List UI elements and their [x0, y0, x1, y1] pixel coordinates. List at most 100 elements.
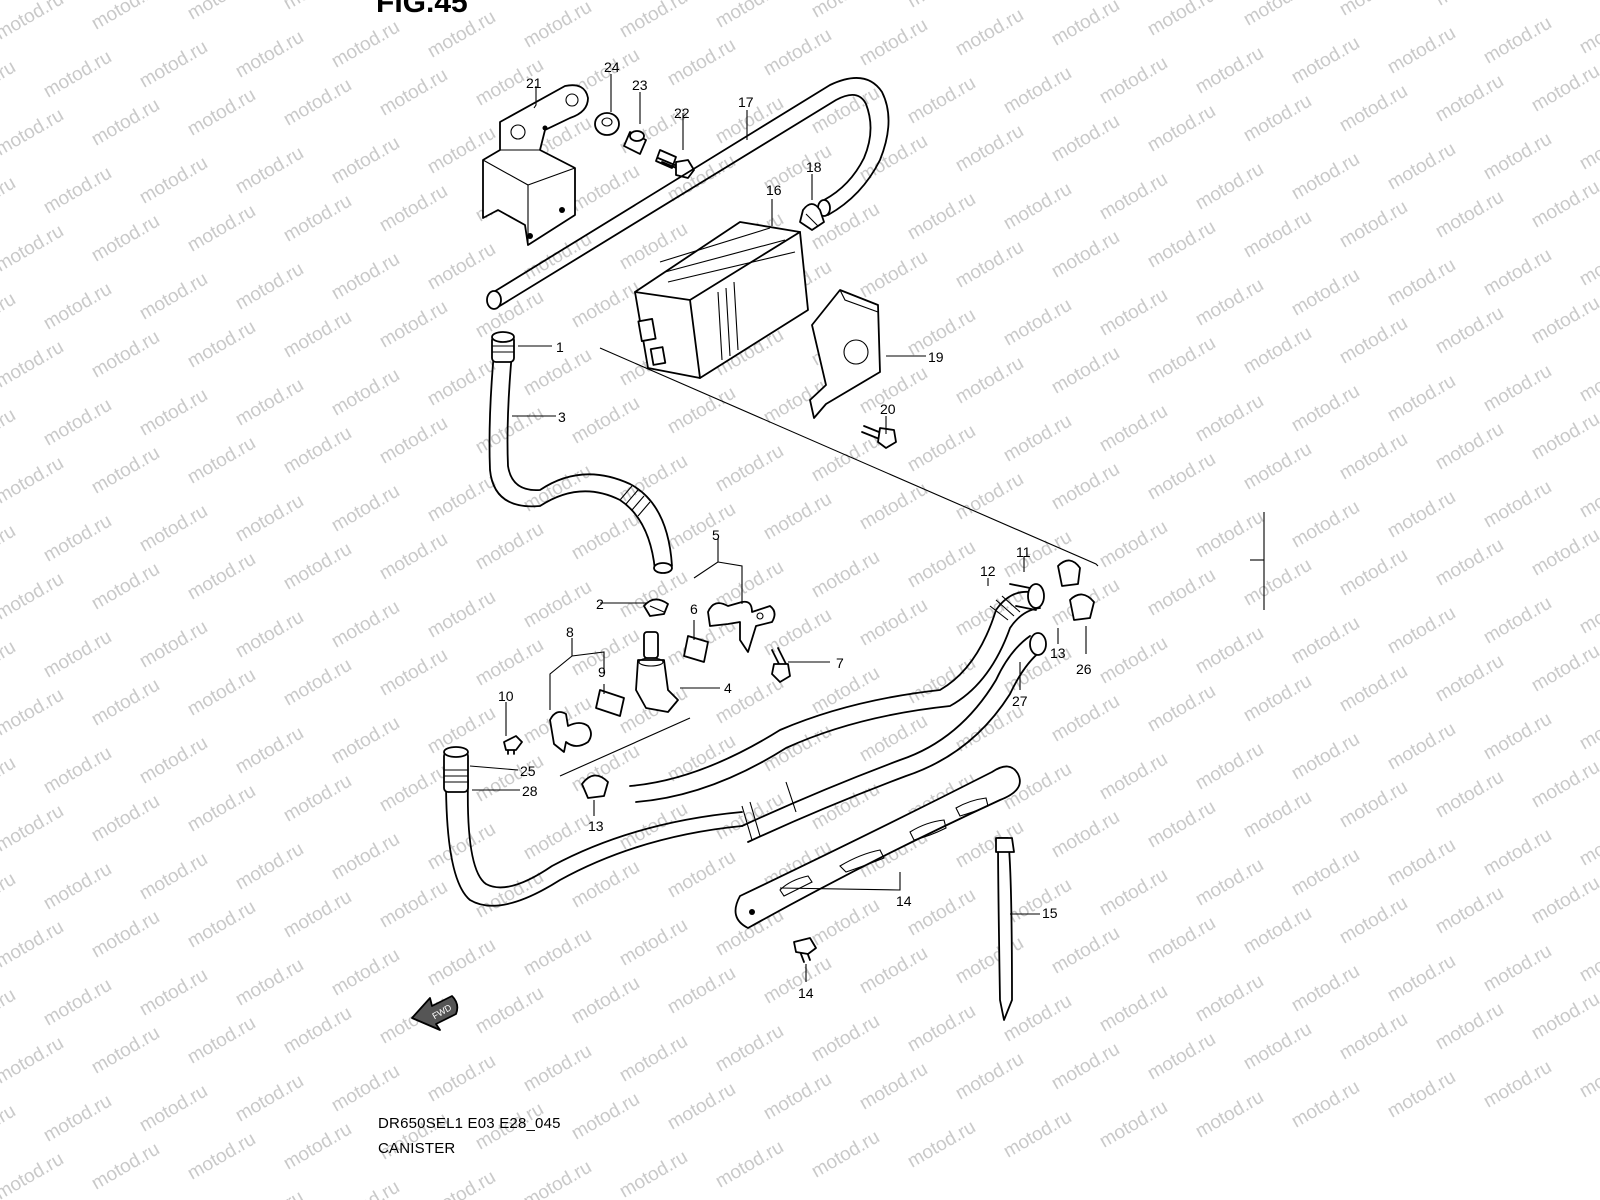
watermark-text: motod.ru	[472, 635, 547, 691]
watermark-text: motod.ru	[568, 509, 643, 565]
watermark-text: motod.ru	[1384, 371, 1459, 427]
watermark-text: motod.ru	[424, 239, 499, 295]
watermark-text: motod.ru	[232, 259, 307, 315]
watermark-text: motod.ru	[1336, 777, 1411, 833]
watermark-text: motod.ru	[568, 973, 643, 1029]
watermark-text: motod.ru	[184, 201, 259, 257]
callout-5: 5	[712, 527, 720, 543]
callout-25: 24	[604, 59, 620, 75]
watermark-text: motod.ru	[0, 685, 67, 741]
watermark-text: motod.ru	[280, 887, 355, 943]
watermark-text: motod.ru	[1576, 235, 1600, 291]
part-16-cable-tie	[995, 837, 1015, 1021]
watermark-text: motod.ru	[376, 65, 451, 121]
watermark-text: motod.ru	[1240, 555, 1315, 611]
watermark-text: motod.ru	[0, 985, 19, 1041]
watermark-text: motod.ru	[712, 441, 787, 497]
watermark-text: motod.ru	[1288, 1077, 1363, 1133]
watermark-text: motod.ru	[1144, 681, 1219, 737]
watermark-text: motod.ru	[40, 859, 115, 915]
watermark-text: motod.ru	[904, 189, 979, 245]
part-13-clamp	[581, 559, 1081, 799]
watermark-text: motod.ru	[424, 355, 499, 411]
watermark-text: motod.ru	[664, 1079, 739, 1135]
watermark-text: motod.ru	[328, 481, 403, 537]
watermark-text: motod.ru	[1288, 613, 1363, 669]
watermark-text: motod.ru	[280, 1119, 355, 1175]
part-22-bracket	[482, 84, 589, 246]
watermark-text: motod.ru	[1528, 757, 1600, 813]
watermark-text: motod.ru	[1192, 275, 1267, 331]
watermark-text: motod.ru	[136, 1081, 211, 1137]
watermark-text: motod.ru	[280, 423, 355, 479]
part-3-hose	[488, 351, 673, 574]
watermark-text: motod.ru	[520, 461, 595, 517]
callout-14: 14	[896, 893, 912, 909]
watermark-text: motod.ru	[280, 0, 355, 14]
part-4-valve	[635, 631, 679, 713]
watermark-text: motod.ru	[88, 675, 163, 731]
watermark-text: motod.ru	[0, 57, 19, 113]
watermark-text: motod.ru	[376, 0, 451, 4]
watermark-text: motod.ru	[1048, 691, 1123, 747]
watermark-text: motod.ru	[1048, 0, 1123, 50]
watermark-text: motod.ru	[1192, 739, 1267, 795]
watermark-text: motod.ru	[1096, 401, 1171, 457]
watermark-text: motod.ru	[1432, 767, 1507, 823]
watermark-text: motod.ru	[856, 247, 931, 303]
watermark-text: motod.ru	[0, 453, 67, 509]
watermark-text: motod.ru	[0, 521, 19, 577]
watermark-text: motod.ru	[280, 307, 355, 363]
watermark-text: motod.ru	[328, 713, 403, 769]
part-8-holder	[549, 711, 592, 753]
callout-23: 22	[674, 105, 690, 121]
watermark-text: motod.ru	[1480, 129, 1555, 185]
watermark-text: motod.ru	[136, 849, 211, 905]
watermark-text: motod.ru	[952, 701, 1027, 757]
callout-9: 9	[598, 664, 606, 680]
watermark-text: motod.ru	[952, 469, 1027, 525]
watermark-text: motod.ru	[1096, 749, 1171, 805]
watermark-text: motod.ru	[1528, 989, 1600, 1045]
callout-13b: 13	[1050, 645, 1066, 661]
watermark-text: motod.ru	[664, 963, 739, 1019]
watermark-text: motod.ru	[1096, 53, 1171, 109]
watermark-text: motod.ru	[40, 975, 115, 1031]
watermark-text: motod.ru	[136, 269, 211, 325]
watermark-text: motod.ru	[856, 131, 931, 187]
watermark-text: motod.ru	[1576, 351, 1600, 407]
part-19-clamp	[799, 203, 825, 231]
watermark-text: motod.ru	[88, 0, 163, 34]
watermark-text: motod.ru	[568, 1089, 643, 1145]
watermark-text: motod.ru	[1480, 245, 1555, 301]
watermark-text: motod.ru	[232, 1187, 307, 1200]
watermark-text: motod.ru	[184, 781, 259, 837]
watermark-text: motod.ru	[1096, 865, 1171, 921]
watermark-text: motod.ru	[424, 471, 499, 527]
watermark-text: motod.ru	[808, 895, 883, 951]
callout-10: 10	[498, 688, 514, 704]
watermark-text: motod.ru	[1336, 1009, 1411, 1065]
watermark-text: motod.ru	[1576, 1047, 1600, 1103]
callout-6: 6	[690, 601, 698, 617]
watermark-text: motod.ru	[1576, 119, 1600, 175]
watermark-text: motod.ru	[0, 289, 19, 345]
watermark-text: motod.ru	[232, 143, 307, 199]
watermark-text: motod.ru	[952, 933, 1027, 989]
watermark-text: motod.ru	[856, 1059, 931, 1115]
watermark-text: motod.ru	[1096, 517, 1171, 573]
watermark-text: motod.ru	[1432, 187, 1507, 243]
watermark-text: motod.ru	[184, 1013, 259, 1069]
watermark-text: motod.ru	[1432, 999, 1507, 1055]
watermark-text: motod.ru	[712, 1137, 787, 1193]
watermark-text: motod.ru	[184, 433, 259, 489]
watermark-text: motod.ru	[1336, 545, 1411, 601]
watermark-text: motod.ru	[328, 365, 403, 421]
watermark-text: motod.ru	[1240, 207, 1315, 263]
watermark-text: motod.ru	[1000, 179, 1075, 235]
watermark-text: motod.ru	[1384, 951, 1459, 1007]
watermark-text: motod.ru	[1384, 23, 1459, 79]
watermark-text: motod.ru	[280, 771, 355, 827]
watermark-text: motod.ru	[1144, 913, 1219, 969]
watermark-text: motod.ru	[1048, 343, 1123, 399]
